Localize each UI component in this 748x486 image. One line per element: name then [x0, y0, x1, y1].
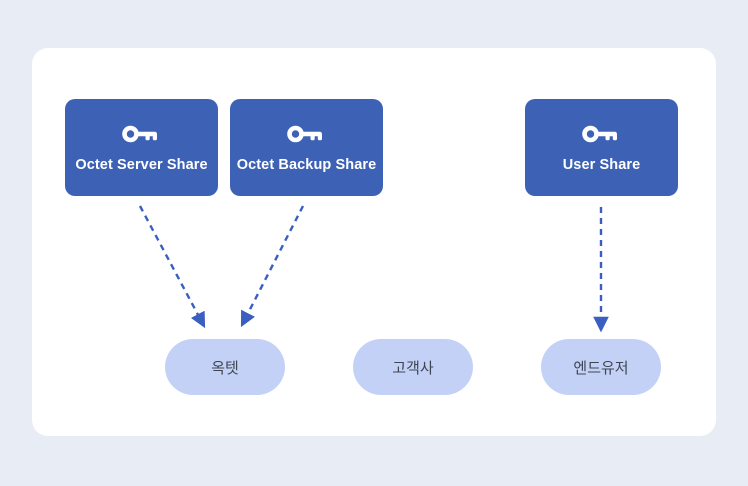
- share-box-octet-server: Octet Server Share: [65, 99, 218, 196]
- entity-pill-enduser: 엔드유저: [541, 339, 661, 395]
- key-icon: [121, 125, 157, 143]
- share-label: User Share: [562, 157, 641, 173]
- entity-label: 옥텟: [211, 359, 239, 377]
- share-box-octet-backup: Octet Backup Share: [230, 99, 383, 196]
- entity-pill-octet: 옥텟: [165, 339, 285, 395]
- entity-label: 엔드유저: [573, 359, 629, 377]
- share-label: Octet Server Share: [75, 157, 208, 173]
- share-label: Octet Backup Share: [236, 157, 377, 173]
- share-box-user: User Share: [525, 99, 678, 196]
- key-icon: [581, 125, 617, 143]
- key-icon: [286, 125, 322, 143]
- entity-pill-customer: 고객사: [353, 339, 473, 395]
- entity-label: 고객사: [392, 359, 434, 377]
